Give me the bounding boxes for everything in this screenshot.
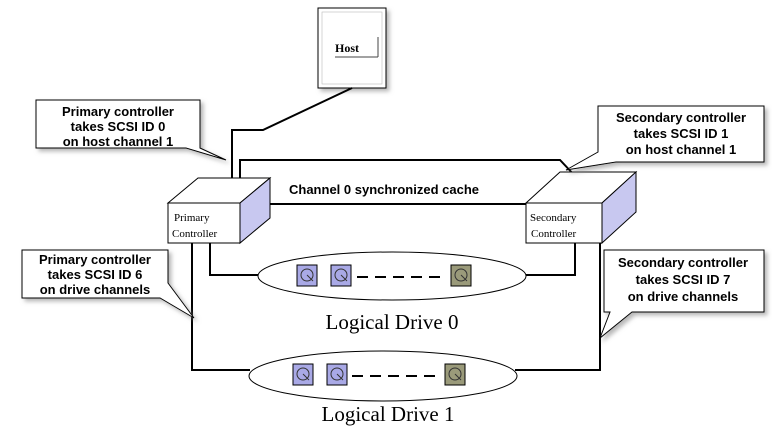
callout-primary-host: Primary controller takes SCSI ID 0 on ho… <box>35 99 227 161</box>
callout-primary-drive-line1: Primary controller <box>39 252 151 267</box>
disk-icon <box>296 264 318 287</box>
logical-drive-1: Logical Drive 1 <box>248 350 518 426</box>
callout-secondary-drive: Secondary controller takes SCSI ID 7 on … <box>598 249 765 340</box>
disk-icon <box>444 363 466 386</box>
drive1-left-line <box>191 240 250 371</box>
disk-icon <box>450 264 472 287</box>
logical-drive-1-label: Logical Drive 1 <box>322 402 455 426</box>
host-label: Host <box>335 41 359 55</box>
disk-icon <box>326 363 348 386</box>
host-box: Host <box>317 7 387 89</box>
callout-primary-drive: Primary controller takes SCSI ID 6 on dr… <box>21 249 195 319</box>
logical-drive-0: Logical Drive 0 <box>257 251 527 334</box>
primary-controller: Primary Controller <box>166 176 272 245</box>
secondary-controller: Secondary Controller <box>524 170 638 245</box>
callout-secondary-drive-line3: on drive channels <box>628 289 739 304</box>
callout-primary-drive-line3: on drive channels <box>40 282 151 297</box>
callout-secondary-host-line2: takes SCSI ID 1 <box>634 126 729 141</box>
callout-secondary-host-line3: on host channel 1 <box>626 142 737 157</box>
cache-label: Channel 0 synchronized cache <box>289 182 479 197</box>
host-link-line <box>231 87 353 178</box>
callout-secondary-host: Secondary controller takes SCSI ID 1 on … <box>565 105 765 171</box>
connection-lines <box>191 87 601 371</box>
callout-primary-drive-line2: takes SCSI ID 6 <box>48 267 143 282</box>
secondary-controller-line1: Secondary <box>530 212 577 224</box>
callout-secondary-drive-line2: takes SCSI ID 7 <box>636 272 731 287</box>
callout-primary-host-line1: Primary controller <box>62 104 174 119</box>
logical-drive-0-label: Logical Drive 0 <box>326 310 459 334</box>
secondary-controller-line2: Controller <box>531 228 577 240</box>
callout-primary-host-line2: takes SCSI ID 0 <box>71 119 166 134</box>
callout-primary-host-line3: on host channel 1 <box>63 134 174 149</box>
host-channel-line <box>239 159 578 179</box>
drive0-right-line <box>525 240 576 276</box>
disk-icon <box>292 363 314 386</box>
primary-controller-line2: Controller <box>172 228 218 240</box>
primary-controller-line1: Primary <box>174 212 210 224</box>
disk-icon <box>330 264 352 287</box>
callout-secondary-host-line1: Secondary controller <box>616 110 746 125</box>
drive1-right-line <box>515 240 601 371</box>
callout-secondary-drive-line1: Secondary controller <box>618 255 748 270</box>
drive0-left-line <box>209 240 258 276</box>
